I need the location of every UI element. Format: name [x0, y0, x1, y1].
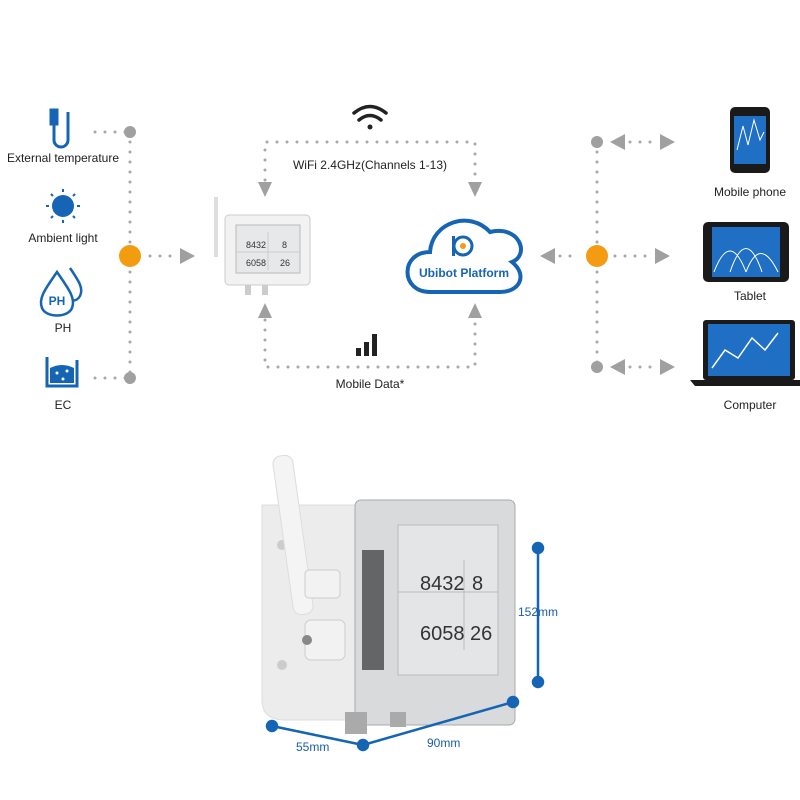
- sensor-device-large: 8432 8 6058 26: [261, 454, 516, 734]
- svg-text:8: 8: [282, 240, 287, 250]
- cellular-signal-icon: [356, 334, 377, 356]
- arrow-right-icon: [660, 359, 675, 375]
- mobile-phone-icon: [730, 107, 770, 173]
- output-label-tablet: Tablet: [733, 289, 767, 303]
- svg-text:8432: 8432: [246, 240, 266, 250]
- arrow-down-icon: [258, 182, 272, 197]
- arrow-left-icon: [610, 359, 625, 375]
- junction-dot: [591, 361, 603, 373]
- junction-dot: [124, 126, 136, 138]
- arrow-up-icon: [468, 303, 482, 318]
- svg-text:8432: 8432: [420, 573, 465, 595]
- input-label-ec: EC: [54, 398, 72, 412]
- svg-text:26: 26: [470, 623, 492, 645]
- arrow-right-icon: [180, 248, 195, 264]
- sun-icon: [46, 189, 80, 223]
- svg-text:PH: PH: [49, 294, 66, 308]
- arrow-right-icon: [655, 248, 670, 264]
- output-label-computer: Computer: [723, 398, 777, 412]
- arrow-down-icon: [468, 182, 482, 197]
- arrow-right-icon: [660, 134, 675, 150]
- junction-dot: [591, 136, 603, 148]
- output-hub-dot: [586, 245, 608, 267]
- ph-drop-icon: PH: [39, 267, 83, 317]
- dimension-height: 152mm: [518, 605, 559, 619]
- cloud-platform-icon: [405, 218, 523, 294]
- svg-text:26: 26: [280, 258, 290, 268]
- junction-dot: [124, 372, 136, 384]
- svg-text:6058: 6058: [246, 258, 266, 268]
- arrow-left-icon: [610, 134, 625, 150]
- platform-label: Ubibot Platform: [419, 266, 509, 280]
- wifi-icon: [352, 104, 388, 130]
- sensor-device-small: 8432 8 6058 26: [214, 197, 311, 295]
- wifi-loop-line: [263, 140, 477, 182]
- arrow-left-icon: [540, 248, 555, 264]
- dimension-lines: [265, 541, 545, 752]
- tablet-icon: [703, 222, 789, 282]
- beaker-icon: [45, 357, 79, 388]
- cable-probe-icon: [49, 108, 70, 149]
- mobile-data-label: Mobile Data*: [335, 377, 405, 391]
- input-label-ambient-light: Ambient light: [28, 231, 98, 245]
- dimension-depth: 55mm: [296, 740, 330, 754]
- svg-text:8: 8: [472, 573, 483, 595]
- laptop-icon: [690, 320, 800, 386]
- output-label-mobile-phone: Mobile phone: [713, 185, 787, 199]
- mobile-loop-line: [263, 318, 477, 369]
- svg-text:6058: 6058: [420, 623, 465, 645]
- dimension-width: 90mm: [427, 736, 461, 750]
- input-label-ph: PH: [54, 321, 72, 335]
- input-label-external-temperature: External temperature: [6, 151, 120, 165]
- arrow-up-icon: [258, 303, 272, 318]
- input-hub-dot: [119, 245, 141, 267]
- wifi-label: WiFi 2.4GHz(Channels 1-13): [292, 158, 448, 172]
